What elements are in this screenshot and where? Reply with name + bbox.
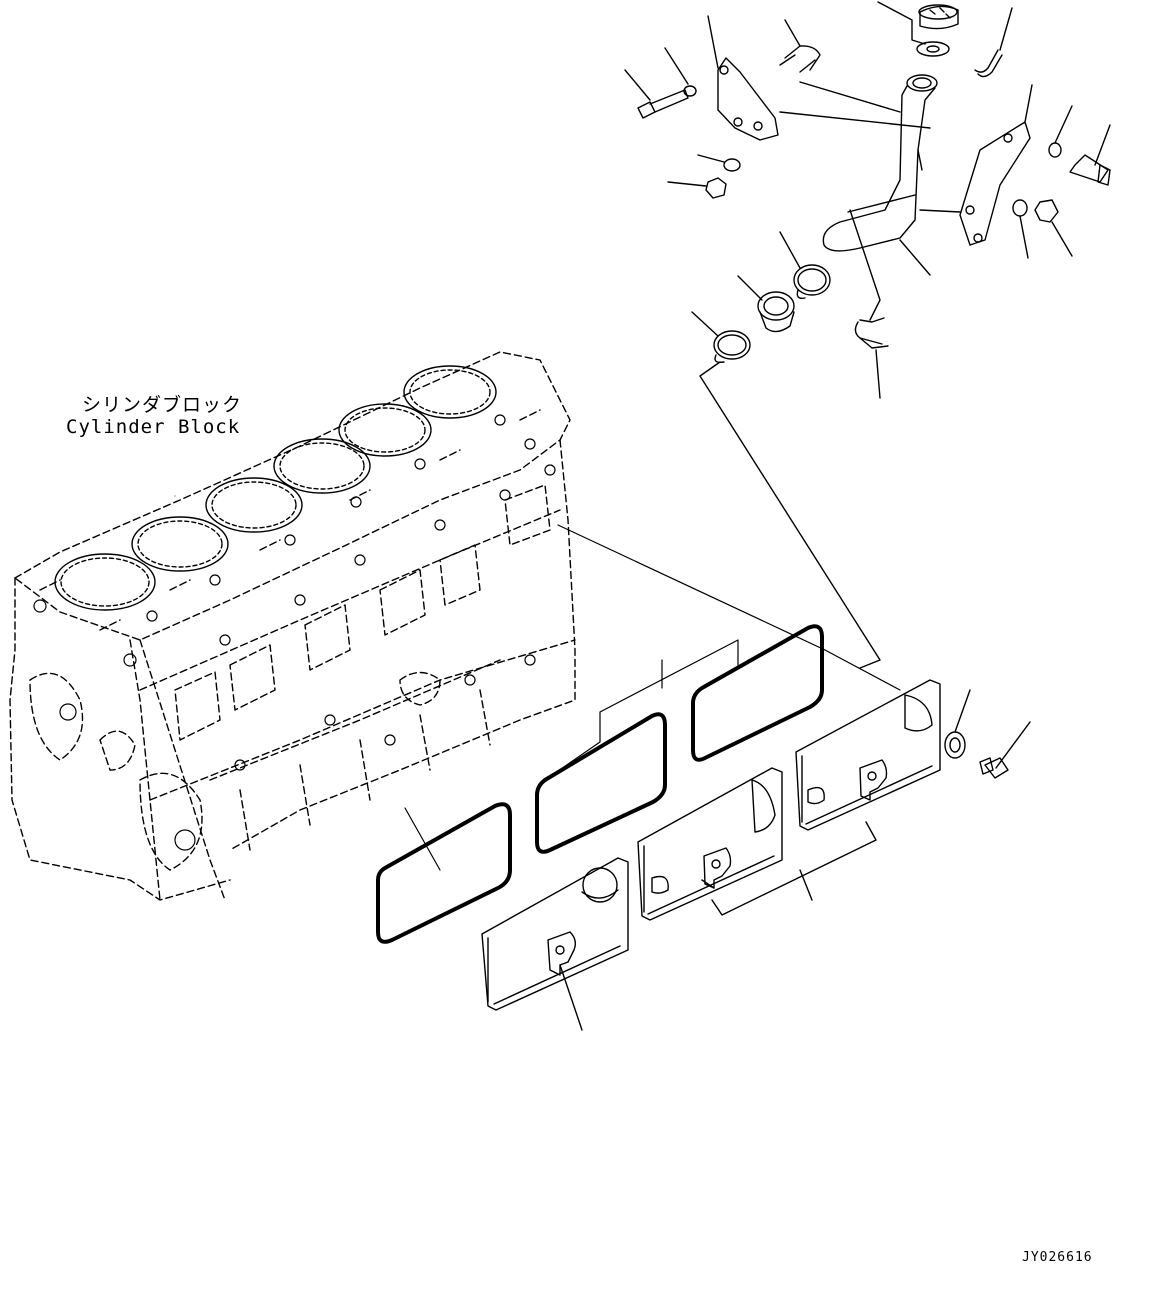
washer-and-bolt: [944, 689, 1031, 779]
filler-assembly: [624, 1, 1111, 669]
gaskets: [376, 624, 824, 944]
drawing-code: JY026616: [1022, 1250, 1093, 1265]
cylinder-block: [9, 351, 576, 901]
side-covers: [481, 679, 941, 1031]
block-label-jp: シリンダブロック: [82, 394, 243, 416]
block-label-en: Cylinder Block: [66, 416, 241, 438]
